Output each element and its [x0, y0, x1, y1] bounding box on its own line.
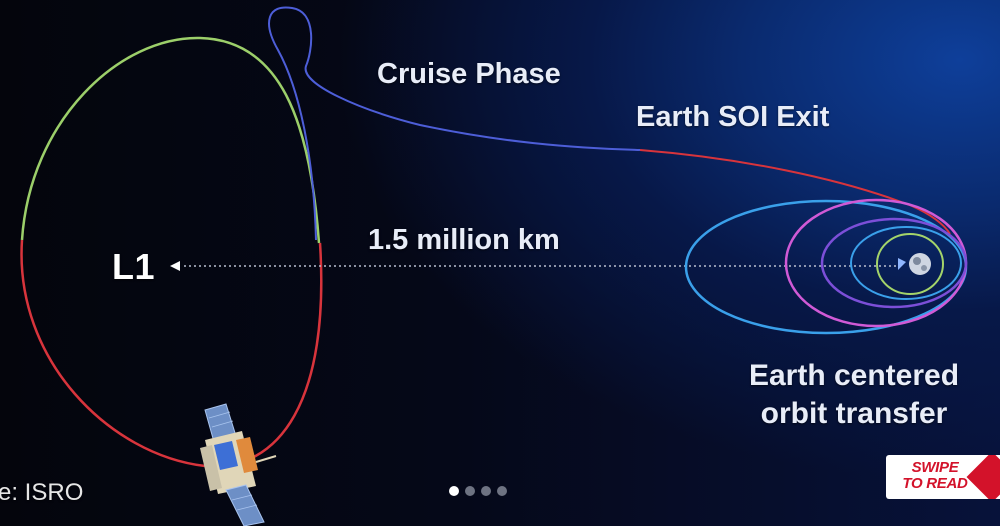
distance-label: 1.5 million km — [368, 224, 560, 256]
orbit-magenta — [784, 198, 968, 328]
earth-icon — [909, 253, 931, 275]
l1-label: L1 — [112, 246, 156, 287]
soi-exit-trajectory — [639, 149, 951, 235]
swipe-to-read-button[interactable]: SWIPE TO READ — [886, 455, 1000, 499]
orbit-purple — [820, 217, 968, 309]
swipe-line-2: TO READ — [902, 475, 968, 492]
orbit-transfer-label: Earth centered orbit transfer — [730, 357, 978, 433]
swipe-line-1: SWIPE — [911, 459, 959, 476]
source-credit: e: ISRO — [0, 479, 84, 506]
orbit-transfer-line-2: orbit transfer — [760, 397, 948, 430]
earth-soi-exit-label: Earth SOI Exit — [636, 101, 830, 133]
halo-orbit-red-arc — [20, 239, 323, 468]
swipe-to-read-text: SWIPE TO READ — [894, 460, 976, 492]
halo-orbit-green-arc — [20, 36, 321, 244]
l1-arrow-icon — [170, 261, 180, 271]
pager-dot-4[interactable] — [497, 486, 507, 496]
orbit-inner-green — [876, 233, 944, 295]
slide-pager[interactable] — [449, 486, 507, 496]
spacecraft-icon — [200, 403, 277, 526]
pager-dot-2[interactable] — [465, 486, 475, 496]
cruise-trajectory — [268, 6, 641, 241]
cruise-phase-label: Cruise Phase — [377, 58, 561, 90]
earth-arrow-icon — [898, 258, 906, 270]
pager-dot-1[interactable] — [449, 486, 459, 496]
orbit-transfer-line-1: Earth centered — [748, 359, 960, 392]
pager-dot-3[interactable] — [481, 486, 491, 496]
orbit-inner-blue — [850, 226, 962, 300]
